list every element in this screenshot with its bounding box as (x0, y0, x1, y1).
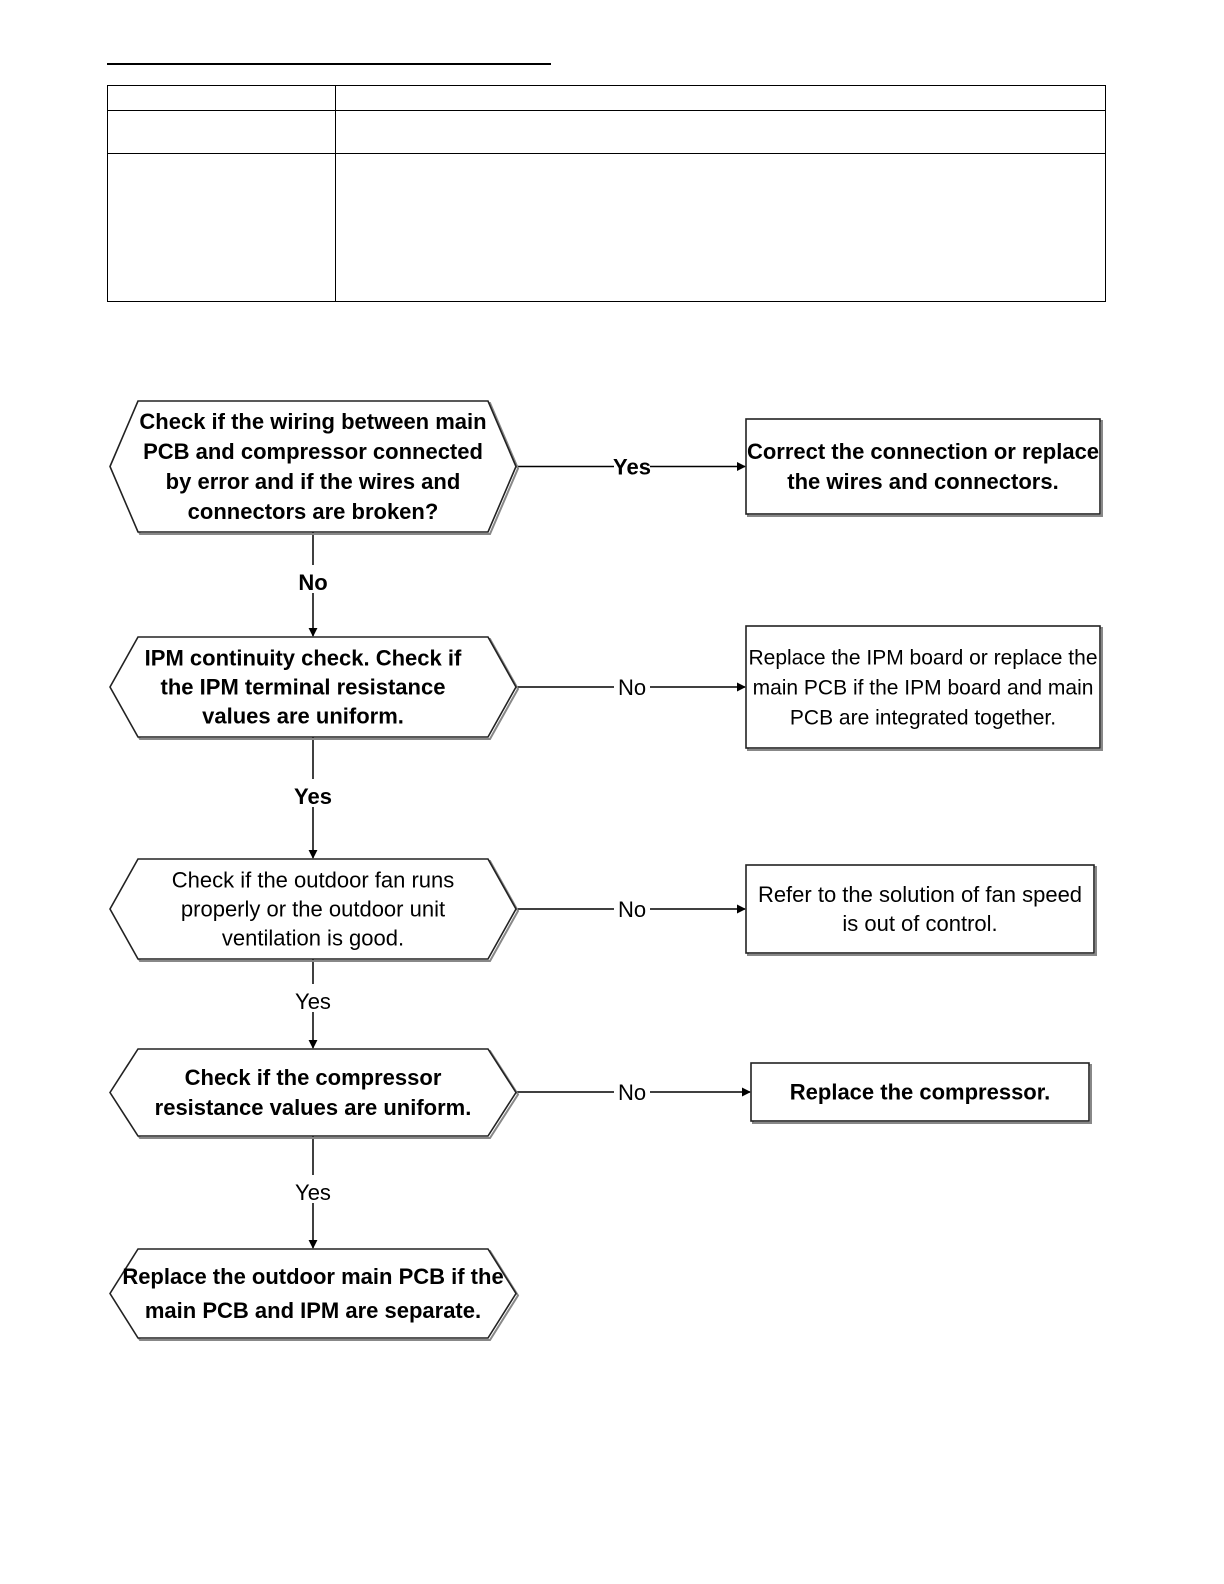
edge-label-yes: Yes (295, 989, 331, 1014)
edge-label-bg (291, 984, 335, 1012)
action-text: the wires and connectors. (787, 469, 1058, 494)
decision-text: ventilation is good. (222, 926, 404, 951)
table-cell (107, 85, 336, 111)
decision-text: PCB and compressor connected (143, 439, 483, 464)
edge-label-bg (614, 673, 650, 699)
edge-label-yes: Yes (295, 1180, 331, 1205)
decision-text: resistance values are uniform. (155, 1095, 472, 1120)
edge-label-bg (614, 1078, 650, 1104)
edge-label-bg (291, 565, 335, 593)
action-text: PCB are integrated together. (790, 706, 1056, 729)
action-text: Replace the compressor. (790, 1080, 1050, 1105)
header-rule (107, 63, 551, 65)
edge-label-yes: Yes (613, 455, 651, 480)
edge-label-no: No (618, 1080, 646, 1105)
decision-node (109, 400, 517, 533)
table-row (107, 85, 1106, 111)
info-table (107, 85, 1106, 302)
decision-node (109, 1048, 517, 1137)
action-node (745, 864, 1095, 954)
table-row (107, 153, 1106, 302)
action-node (745, 625, 1101, 749)
table-row (107, 110, 1106, 154)
action-text: Correct the connection or replace (747, 439, 1099, 464)
action-text: main PCB if the IPM board and main (753, 676, 1094, 699)
decision-text: Replace the outdoor main PCB if the (122, 1264, 503, 1289)
action-node (750, 1062, 1090, 1122)
decision-text: properly or the outdoor unit (181, 897, 445, 922)
decision-text: values are uniform. (202, 704, 404, 729)
decision-text: Check if the wiring between main (139, 409, 486, 434)
edge-label-yes: Yes (294, 784, 332, 809)
decision-text: Check if the compressor (185, 1065, 442, 1090)
table-cell (107, 153, 336, 302)
table-cell (335, 153, 1106, 302)
decision-node (109, 1248, 517, 1339)
edge-label-no: No (618, 897, 646, 922)
decision-text: connectors are broken? (188, 499, 439, 524)
decision-text: by error and if the wires and (166, 469, 461, 494)
decision-text: IPM continuity check. Check if (145, 646, 462, 671)
edge-label-bg (291, 1175, 335, 1203)
edge-label-no: No (298, 570, 327, 595)
action-node (745, 418, 1101, 515)
decision-text: Check if the outdoor fan runs (172, 868, 455, 893)
table-cell (107, 110, 336, 154)
edge-label-bg (614, 895, 650, 921)
edge-label-bg (614, 452, 650, 479)
edge-label-bg (291, 779, 335, 807)
decision-text: the IPM terminal resistance (161, 675, 446, 700)
decision-node (109, 858, 517, 960)
decision-text: main PCB and IPM are separate. (145, 1298, 481, 1323)
action-text: Refer to the solution of fan speed (758, 882, 1082, 907)
edge-label-no: No (618, 675, 646, 700)
table-cell (335, 110, 1106, 154)
action-text: is out of control. (842, 911, 997, 936)
table-cell (335, 85, 1106, 111)
action-text: Replace the IPM board or replace the (748, 646, 1097, 669)
decision-node (109, 636, 517, 738)
